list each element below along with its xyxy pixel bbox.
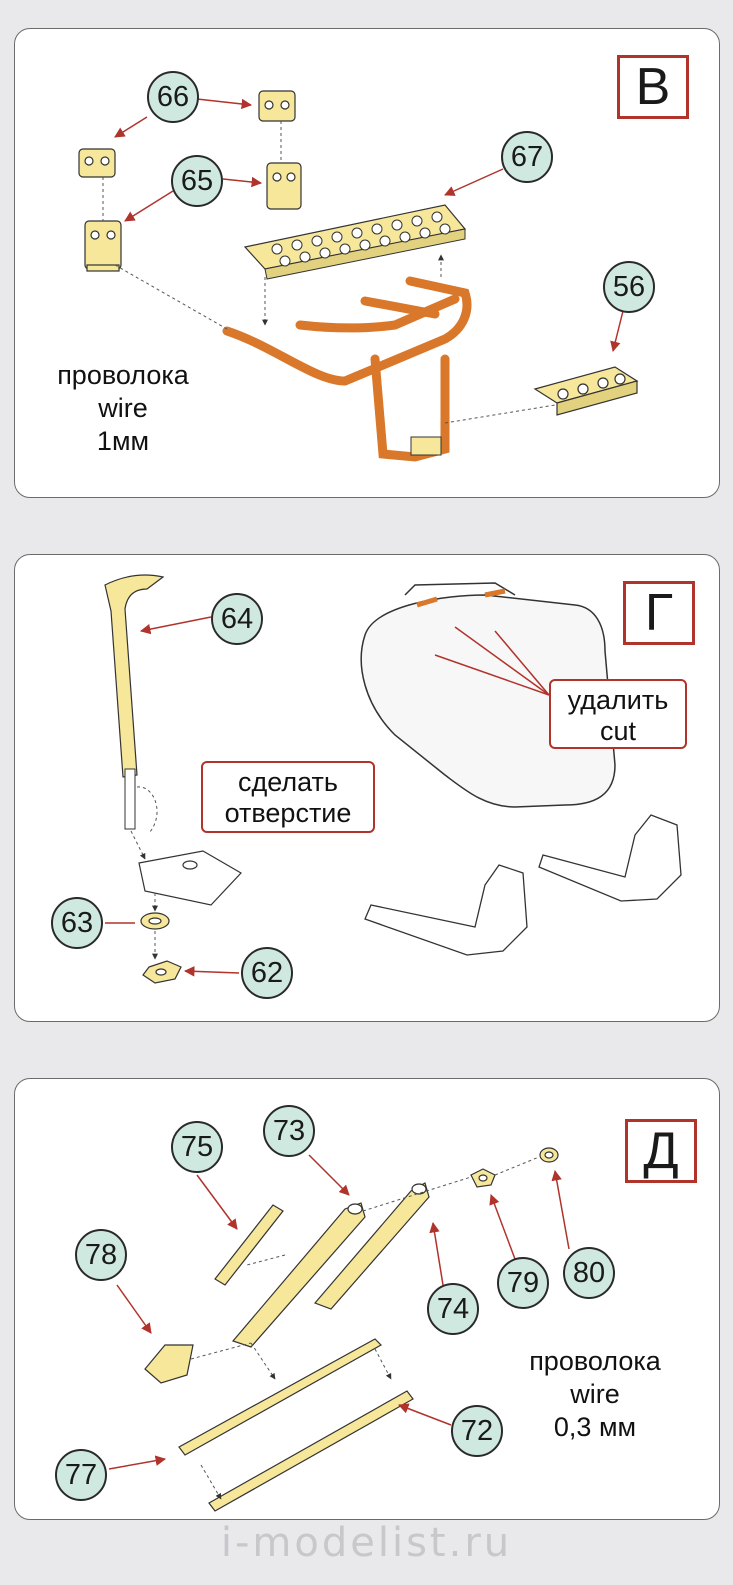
callout-62: 62 <box>241 947 293 999</box>
callout-77: 77 <box>55 1449 107 1501</box>
part-74 <box>313 1182 430 1310</box>
panel-g-letter: Г <box>623 581 695 645</box>
callout-80: 80 <box>563 1247 615 1299</box>
wire-note-line1: проволока <box>57 360 189 390</box>
strap-64 <box>104 574 165 830</box>
callout-64: 64 <box>211 593 263 645</box>
nut-62 <box>142 960 182 984</box>
bracket-65-right <box>266 162 302 210</box>
callout-56: 56 <box>603 261 655 313</box>
plate-67 <box>243 204 467 280</box>
washer-79 <box>470 1168 496 1188</box>
clamp-part <box>138 850 242 906</box>
panel-g-drawing <box>104 574 682 984</box>
panel-g: Г 64 63 62 удалить cut сделать отверстие <box>14 554 720 1022</box>
wire-note-d-line1: проволока <box>529 1346 661 1376</box>
wire-note-d: проволока wire 0,3 мм <box>505 1345 685 1444</box>
part-77 <box>178 1338 382 1456</box>
washer-63 <box>140 912 170 930</box>
panel-d: Д 75 73 78 74 79 80 72 77 проволока wire… <box>14 1078 720 1520</box>
callout-67: 67 <box>501 131 553 183</box>
seat-bracket-right <box>538 814 682 902</box>
panel-d-letter: Д <box>625 1119 697 1183</box>
cut-label-line2: cut <box>599 716 637 747</box>
watermark: i-modelist.ru <box>220 1520 513 1566</box>
wire-note-line3: 1мм <box>96 425 150 456</box>
callout-79: 79 <box>497 1257 549 1309</box>
callout-65: 65 <box>171 155 223 207</box>
callout-78: 78 <box>75 1229 127 1281</box>
cut-label-line1: удалить <box>567 685 669 715</box>
callout-63: 63 <box>51 897 103 949</box>
panel-d-drawing <box>108 1147 570 1512</box>
seat-bracket-left <box>364 864 528 956</box>
part-73 <box>231 1202 366 1348</box>
wire-note-d-line2: wire <box>570 1378 620 1409</box>
panel-b: В 66 65 67 56 проволока wire 1мм <box>14 28 720 498</box>
seat <box>360 582 616 808</box>
panel-b-drawing <box>78 90 639 462</box>
callout-73: 73 <box>263 1105 315 1157</box>
cut-label: удалить cut <box>549 679 687 749</box>
hole-label-line2: отверстие <box>224 798 352 829</box>
washer-80 <box>539 1147 559 1163</box>
hole-label-line1: сделать <box>238 767 338 797</box>
bracket-65-left <box>84 220 122 272</box>
callout-74: 74 <box>427 1283 479 1335</box>
panel-b-letter: В <box>617 55 689 119</box>
part-78 <box>144 1344 194 1384</box>
bracket-66-right <box>258 90 296 122</box>
bracket-66-left <box>78 148 116 178</box>
callout-75: 75 <box>171 1121 223 1173</box>
callout-72: 72 <box>451 1405 503 1457</box>
callout-66: 66 <box>147 71 199 123</box>
hole-label: сделать отверстие <box>201 761 375 833</box>
wire-note: проволока wire 1мм <box>43 359 203 458</box>
wire-note-d-line3: 0,3 мм <box>553 1411 637 1442</box>
part-72 <box>208 1390 414 1512</box>
wire-frame <box>222 276 472 462</box>
part-75 <box>214 1204 284 1286</box>
wire-note-line2: wire <box>98 392 148 423</box>
plate-56 <box>533 366 639 416</box>
